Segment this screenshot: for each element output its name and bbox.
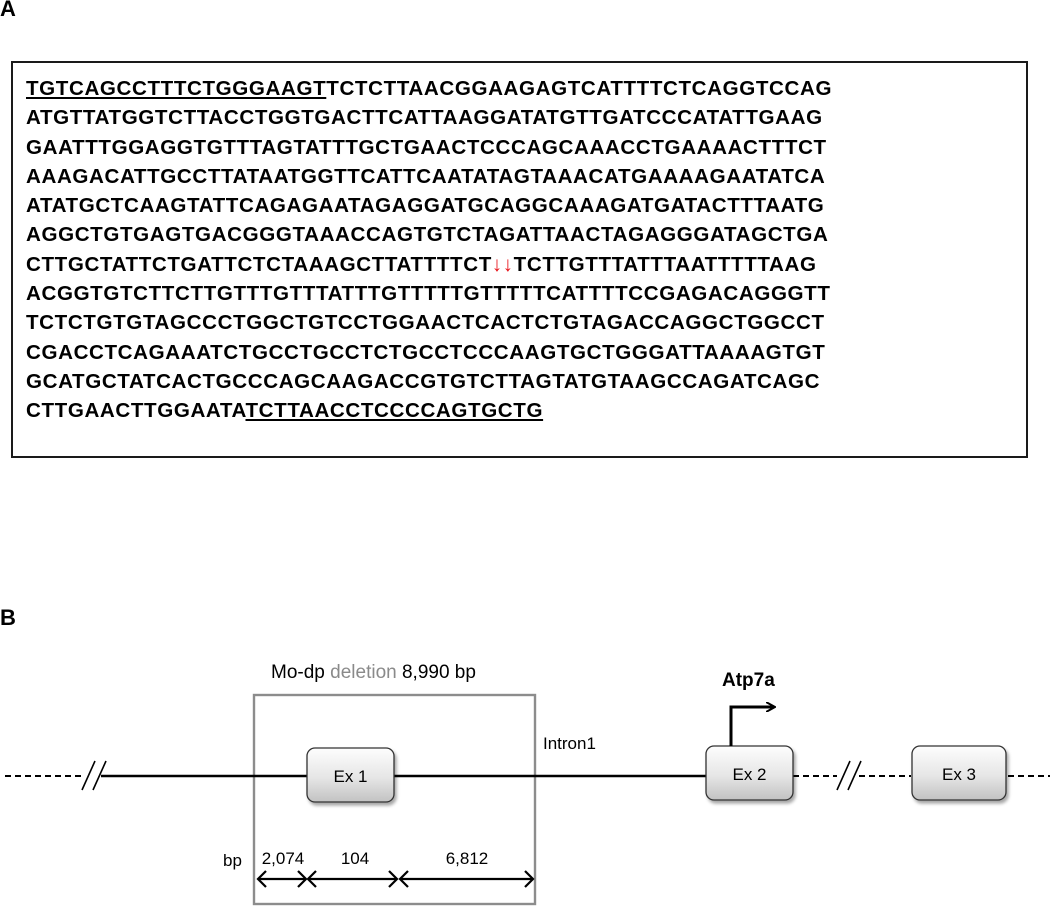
segment-length-2: 104 <box>341 849 369 868</box>
segment-length-3: 6,812 <box>446 849 489 868</box>
deletion-region-box <box>252 693 537 906</box>
break-mark-right-1 <box>836 760 851 791</box>
sequence-box <box>11 61 1028 458</box>
segment-length-1: 2,074 <box>262 849 305 868</box>
transcription-start-arrow <box>729 707 774 746</box>
sequence-segment: TCTCTTAACGGAAGAGTCATTTTCTCAGGTCCAG <box>326 77 833 100</box>
sequence-segment: CTTGCTATTCTGATTCTCTAAAGCTTATTTTCT <box>26 252 492 276</box>
sequence-segment: CGACCTCAGAAATCTGCCTGCCTCTGCCTCCCAAGTGCTG… <box>26 340 826 364</box>
exon-3: Ex 3 <box>911 745 1007 801</box>
sequence-line: CTTGCTATTCTGATTCTCTAAAGCTTATTTTCT↓↓TCTTG… <box>26 250 832 279</box>
sequence-line: GCATGCTATCACTGCCCAGCAAGACCGTGTCTTAGTATGT… <box>26 367 832 396</box>
sequence-segment: AAAGACATTGCCTTATAATGGTTCATTCAATATAGTAAAC… <box>26 164 826 188</box>
breakpoint-arrows: ↓↓ <box>491 252 514 276</box>
exon-1: Ex 1 <box>306 747 395 803</box>
sequence-line: AAAGACATTGCCTTATAATGGTTCATTCAATATAGTAAAC… <box>26 162 832 191</box>
sequence-line: ACGGTGTCTTCTTGTTTGTTTATTTGTTTTTGTTTTTCAT… <box>26 279 832 308</box>
sequence-line: GAATTTGGAGGTGTTTAGTATTTGCTGAACTCCCAGCAAA… <box>26 133 832 162</box>
sequence-line: CTTGAACTTGGAATATCTTAACCTCCCCAGTGCTG <box>26 396 832 425</box>
segment-arrow-1 <box>256 870 308 888</box>
sequence-segment: AGGCTGTGAGTGACGGGTAAACCAGTGTCTAGATTAACTA… <box>26 223 829 247</box>
sequence-line: ATATGCTCAAGTATTCAGAGAATAGAGGATGCAGGCAAAG… <box>26 191 832 220</box>
bp-unit-label: bp <box>223 851 242 870</box>
sequence-segment: ATGTTATGGTCTTACCTGGTGACTTCATTAAGGATATGTT… <box>26 106 823 130</box>
deletion-title-prefix: Mo-dp <box>271 662 330 683</box>
sequence-segment: ACGGTGTCTTCTTGTTTGTTTATTTGTTTTTGTTTTTCAT… <box>26 282 831 306</box>
intron-label: Intron1 <box>543 734 596 753</box>
sequence-line: ATGTTATGGTCTTACCTGGTGACTTCATTAAGGATATGTT… <box>26 103 832 132</box>
sequence-segment: GAATTTGGAGGTGTTTAGTATTTGCTGAACTCCCAGCAAA… <box>26 135 827 159</box>
primer-sequence: TGTCAGCCTTTCTGGGAAGT <box>26 77 327 100</box>
break-mark-left-2 <box>92 760 107 791</box>
sequence-line: AGGCTGTGAGTGACGGGTAAACCAGTGTCTAGATTAACTA… <box>26 220 832 249</box>
sequence-line: CGACCTCAGAAATCTGCCTGCCTCTGCCTCCCAAGTGCTG… <box>26 338 832 367</box>
panel-b-label: B <box>0 605 16 630</box>
exon-1-label: Ex 1 <box>333 767 367 786</box>
sequence-text: TGTCAGCCTTTCTGGGAAGTTCTCTTAACGGAAGAGTCAT… <box>26 74 832 426</box>
sequence-segment: GCATGCTATCACTGCCCAGCAAGACCGTGTCTTAGTATGT… <box>26 369 821 393</box>
exon-2: Ex 2 <box>705 745 794 801</box>
segment-arrow-2 <box>306 870 399 888</box>
break-mark-right-2 <box>847 760 862 791</box>
sequence-segment: CTTGAACTTGGAATA <box>26 399 246 423</box>
gene-label: Atp7a <box>722 670 775 691</box>
sequence-line: TGTCAGCCTTTCTGGGAAGTTCTCTTAACGGAAGAGTCAT… <box>26 74 832 103</box>
primer-sequence: TCTTAACCTCCCCAGTGCTG <box>245 399 544 423</box>
break-mark-left-1 <box>81 760 96 791</box>
sequence-segment: TCTTGTTTATTTAATTTTTAAG <box>513 252 817 276</box>
deletion-title: Mo-dp deletion 8,990 bp <box>271 662 476 683</box>
exon-2-label: Ex 2 <box>732 765 766 784</box>
deletion-title-suffix: 8,990 bp <box>397 662 476 683</box>
segment-arrow-3 <box>398 870 535 888</box>
sequence-segment: ATATGCTCAAGTATTCAGAGAATAGAGGATGCAGGCAAAG… <box>26 194 825 218</box>
sequence-segment: TCTCTGTGTAGCCCTGGCTGTCCTGGAACTCACTCTGTAG… <box>26 311 825 335</box>
sequence-line: TCTCTGTGTAGCCCTGGCTGTCCTGGAACTCACTCTGTAG… <box>26 308 832 337</box>
panel-a-label: A <box>0 0 16 21</box>
deletion-title-word: deletion <box>330 662 397 683</box>
exon-3-label: Ex 3 <box>942 765 976 784</box>
